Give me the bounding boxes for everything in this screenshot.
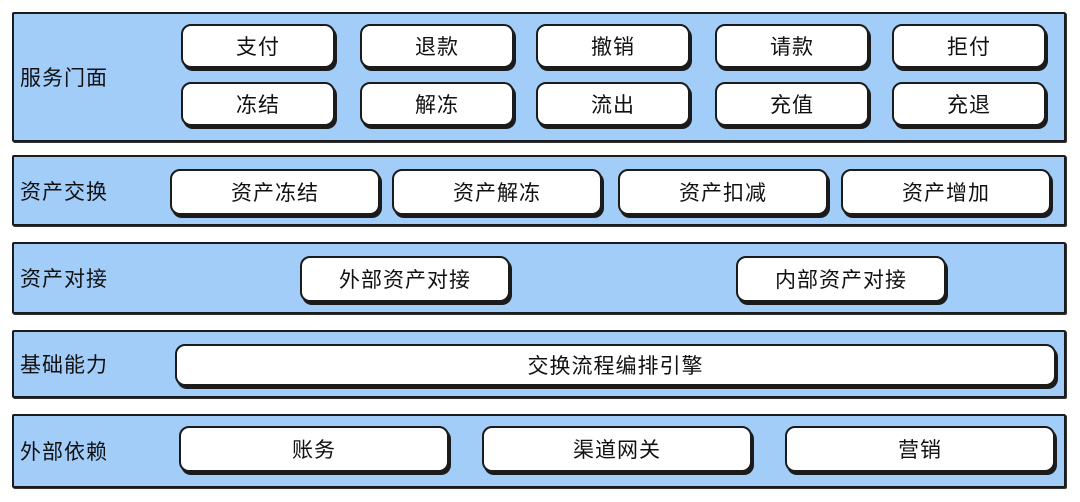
layer-title: 服务门面 [20,66,108,90]
node-exchange-flow-engine: 交换流程编排引擎 [175,344,1056,386]
node-chargeback: 拒付 [892,24,1046,68]
node-freeze: 冻结 [181,82,335,126]
layer-external-dependency: 外部依赖 账务 渠道网关 营销 [12,414,1066,488]
layer-base-capability: 基础能力 交换流程编排引擎 [12,330,1066,398]
node-internal-asset-docking: 内部资产对接 [736,256,946,302]
node-external-asset-docking: 外部资产对接 [300,256,510,302]
node-unfreeze: 解冻 [360,82,514,126]
node-channel-gateway: 渠道网关 [482,426,752,472]
node-refund: 退款 [360,24,514,68]
node-cancel: 撤销 [536,24,690,68]
layer-title: 外部依赖 [20,440,108,464]
node-accounting: 账务 [179,426,449,472]
node-pay: 支付 [181,24,335,68]
node-recharge: 充值 [715,82,869,126]
node-capture: 请款 [715,24,869,68]
layer-title: 资产对接 [20,267,108,291]
layer-asset-exchange: 资产交换 资产冻结 资产解冻 资产扣减 资产增加 [12,155,1066,226]
node-asset-deduct: 资产扣减 [618,169,828,215]
node-asset-unfreeze: 资产解冻 [392,169,602,215]
layer-service-portal: 服务门面 支付 退款 撤销 请款 拒付 冻结 解冻 流出 充值 充退 [12,12,1066,142]
node-recharge-refund: 充退 [892,82,1046,126]
node-asset-freeze: 资产冻结 [170,169,380,215]
node-outflow: 流出 [536,82,690,126]
node-asset-increase: 资产增加 [841,169,1051,215]
node-marketing: 营销 [785,426,1055,472]
layer-title: 基础能力 [20,353,108,377]
layer-asset-docking: 资产对接 外部资产对接 内部资产对接 [12,242,1066,314]
layer-title: 资产交换 [20,179,108,204]
